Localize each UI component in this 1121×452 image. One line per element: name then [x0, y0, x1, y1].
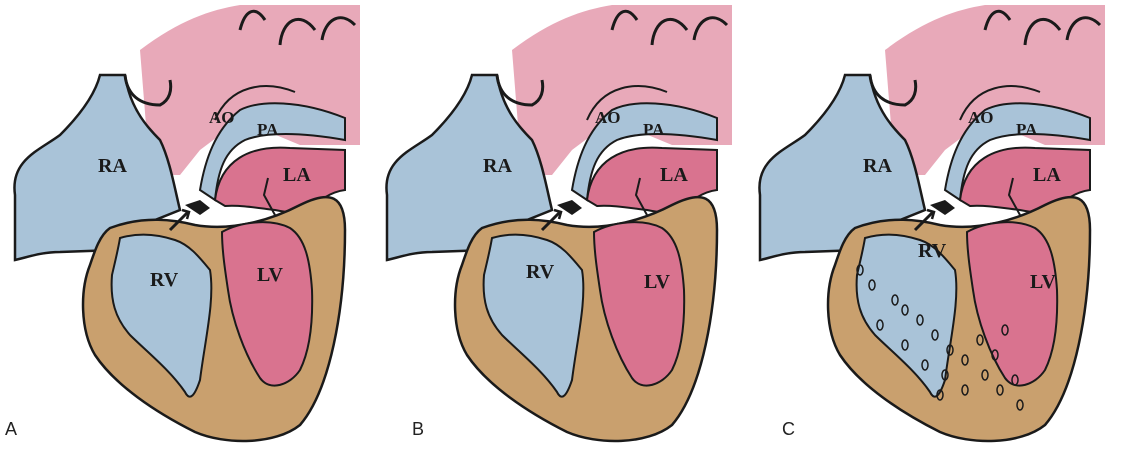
panel-c-label-lv: LV: [1030, 271, 1057, 293]
panel-c: RA AO PA LA RV LV: [759, 5, 1105, 441]
panel-c-label-pa: PA: [1016, 120, 1038, 139]
panel-b-letter: B: [412, 419, 424, 440]
panel-b-label-ao: AO: [595, 108, 621, 127]
panel-b: RA AO PA LA RV LV: [386, 5, 732, 441]
panel-a-label-pa: PA: [257, 120, 279, 139]
panel-a-label-ao: AO: [209, 108, 235, 127]
panel-b-label-lv: LV: [644, 271, 671, 293]
panel-b-heart-drawing: [386, 5, 732, 441]
panel-b-label-rv: RV: [526, 261, 555, 283]
panel-c-label-la: LA: [1033, 164, 1061, 186]
panel-a-label-lv: LV: [257, 264, 284, 286]
panel-b-label-ra: RA: [483, 155, 512, 177]
panel-c-letter: C: [782, 419, 795, 440]
panel-b-label-pa: PA: [643, 120, 665, 139]
panel-a-label-rv: RV: [150, 269, 179, 291]
panel-a-heart-drawing: [14, 5, 360, 441]
panel-a-label-la: LA: [283, 164, 311, 186]
panel-c-heart-drawing: [759, 5, 1105, 441]
panel-a-letter: A: [5, 419, 17, 440]
panel-a: RA AO PA LA RV LV: [14, 5, 360, 441]
panel-c-label-ao: AO: [968, 108, 994, 127]
panel-c-label-ra: RA: [863, 155, 892, 177]
panel-c-label-rv: RV: [918, 240, 947, 262]
panel-b-label-la: LA: [660, 164, 688, 186]
panel-a-label-ra: RA: [98, 155, 127, 177]
